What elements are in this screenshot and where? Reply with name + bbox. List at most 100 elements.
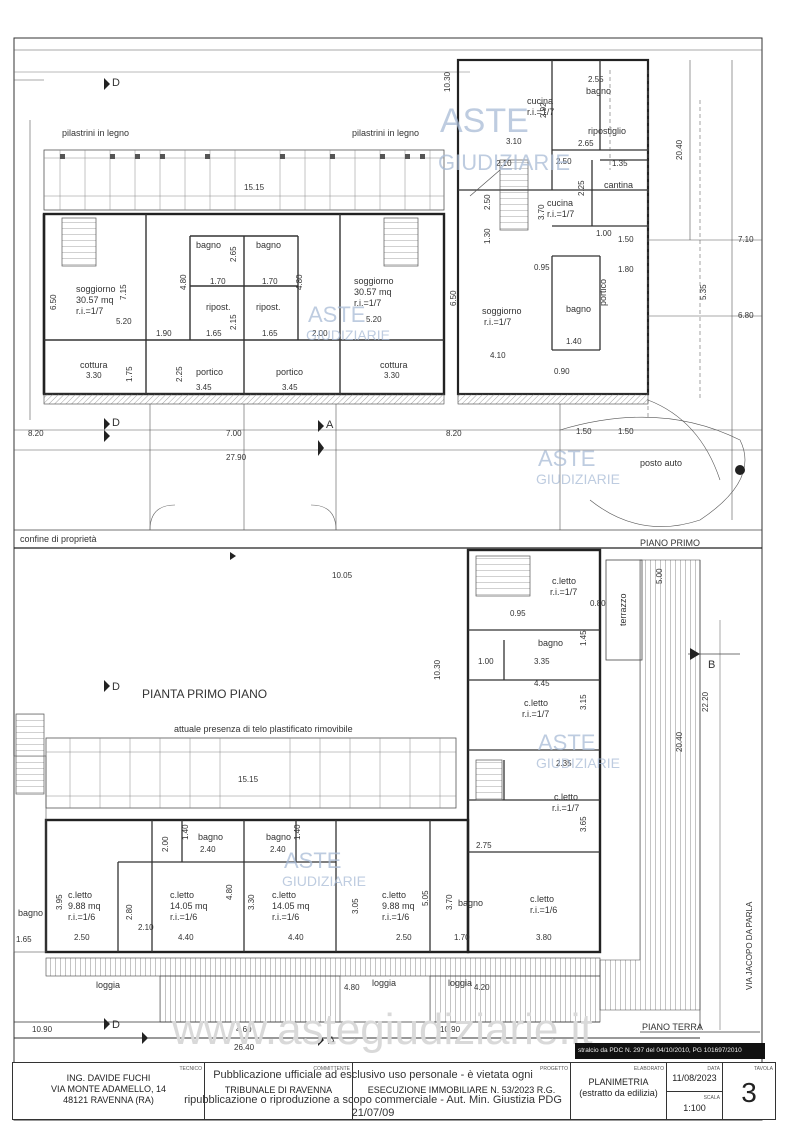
dim: 3.30	[384, 371, 400, 380]
dim: 4.10	[490, 351, 506, 360]
dim: 2.65	[578, 139, 594, 148]
watermark-giudiziarie: GIUDIZIARIE	[282, 873, 366, 889]
sheet-number: 3	[741, 1077, 757, 1108]
committente-value: TRIBUNALE DI RAVENNA	[224, 1085, 333, 1095]
room-label-bagno-b: bagno	[256, 240, 281, 250]
room-label-bagno-d: bagno	[566, 304, 591, 314]
dim: 0.95	[534, 263, 550, 272]
label-via: VIA JACOPO DA PARLA	[745, 901, 754, 990]
caption-tavola: TAVOLA	[754, 1066, 773, 1072]
dim: 1.35	[612, 159, 628, 168]
dim: 2.35	[556, 759, 572, 768]
dim: 3.70	[537, 204, 546, 220]
dim: 6.50	[449, 290, 458, 306]
dim: 4.80	[225, 884, 234, 900]
room-label-bagno-c: bagno	[586, 86, 611, 96]
engineer-address: VIA MONTE ADAMELLO, 14	[50, 1084, 167, 1094]
dim: 3.70	[445, 894, 454, 910]
room-ri-clet-r1: r.i.=1/7	[550, 587, 577, 597]
dim: 1.30	[483, 228, 492, 244]
room-label-ripostiglio: ripostiglio	[588, 126, 626, 136]
dim: 22.20	[701, 691, 710, 712]
dim: 15.15	[244, 183, 265, 192]
room-label-clet1: c.letto	[68, 890, 92, 900]
dim: 4.45	[534, 679, 550, 688]
dim: 1.00	[478, 657, 494, 666]
room-label-bagno-right: bagno	[458, 898, 483, 908]
room-ri-cucina-top: r.i.=1/7	[527, 107, 554, 117]
room-ri-clet3: r.i.=1/6	[272, 912, 299, 922]
dim: 15.15	[238, 775, 259, 784]
title-block-data-scala: DATA 11/08/2023 SCALA 1:100	[667, 1063, 723, 1119]
dim: 2.00	[161, 836, 170, 852]
title-block-engineer: TECNICO ING. DAVIDE FUCHI VIA MONTE ADAM…	[13, 1063, 205, 1119]
engineer-name: ING. DAVIDE FUCHI	[66, 1073, 151, 1083]
elaborato-sub: (estratto da edilizia)	[579, 1088, 658, 1098]
room-area-clet2: 14.05 mq	[170, 901, 208, 911]
dim: 1.80	[618, 265, 634, 274]
dim: 3.65	[579, 816, 588, 832]
title-block-progetto: PROGETTO ESECUZIONE IMMOBILIARE N. 53/20…	[353, 1063, 571, 1119]
dim: 2.40	[200, 845, 216, 854]
watermark-site: www.astegiudiziarie.it	[171, 1005, 593, 1054]
watermarks: ASTE GIUDIZIARIE ASTE GIUDIZIARIE ASTE G…	[171, 102, 620, 1054]
engineer-city: 48121 RAVENNA (RA)	[63, 1095, 154, 1105]
room-ri-clet5: r.i.=1/6	[530, 905, 557, 915]
dim: 1.50	[618, 427, 634, 436]
room-label-clet4: c.letto	[382, 890, 406, 900]
room-area-clet1: 9.88 mq	[68, 901, 101, 911]
room-label-ripost-a: ripost.	[206, 302, 231, 312]
label-piano-terra: PIANO TERRA	[642, 1022, 703, 1032]
section-marker-a-mid: A	[326, 419, 334, 431]
watermark-giudiziarie: GIUDIZIARIE	[306, 327, 390, 343]
notice-line-2: ripubblicazione o riproduzione a scopo c…	[184, 1094, 562, 1119]
room-ri-clet1: r.i.=1/6	[68, 912, 95, 922]
dim: 6.80	[738, 311, 754, 320]
room-area-clet3: 14.05 mq	[272, 901, 310, 911]
section-marker-d2: D	[112, 1019, 120, 1031]
section-marker-d-top: D	[112, 77, 120, 89]
dim: 4.60	[236, 1025, 252, 1034]
room-label-bagno-c: bagno	[538, 638, 563, 648]
label-loggia-c: loggia	[448, 978, 472, 988]
dim: 1.40	[181, 824, 190, 840]
caption-tecnico: TECNICO	[179, 1066, 203, 1072]
room-label-bagno-a: bagno	[196, 240, 221, 250]
dim: 10.90	[440, 1025, 461, 1034]
dim: 10.05	[332, 571, 353, 580]
dim: 1.65	[262, 329, 278, 338]
dim: 3.05	[351, 898, 360, 914]
caption-scala: SCALA	[703, 1095, 720, 1101]
room-label-bagno-a: bagno	[198, 832, 223, 842]
room-ri-soggiorno-mid: r.i.=1/7	[354, 298, 381, 308]
dim: 1.65	[206, 329, 222, 338]
label-telo: attuale presenza di telo plastificato ri…	[174, 724, 353, 734]
dim: 1.75	[125, 366, 134, 382]
label-terrazzo: terrazzo	[618, 593, 628, 626]
dim: 2.50	[483, 194, 492, 210]
section-marker-b: B	[708, 659, 715, 671]
dim: 1.90	[156, 329, 172, 338]
watermark-aste: ASTE	[538, 730, 595, 755]
room-label-portico-a: portico	[196, 367, 223, 377]
dim: 2.50	[396, 933, 412, 942]
room-label-ripost-b: ripost.	[256, 302, 281, 312]
title-block-tavola: TAVOLA 3	[723, 1063, 775, 1119]
section-marker-a: A	[328, 1035, 336, 1047]
dim: 3.45	[196, 383, 212, 392]
dim: 2.10	[496, 159, 512, 168]
room-label-cantina: cantina	[604, 180, 633, 190]
upper-plan: pilastrini in legno pilastrini in legno …	[14, 49, 762, 549]
section-marker-d1: D	[112, 681, 120, 693]
room-ri-soggiorno-right: r.i.=1/7	[484, 317, 511, 327]
dim: 4.40	[288, 933, 304, 942]
dim: 5.00	[655, 568, 664, 584]
dim: 3.15	[579, 694, 588, 710]
label-pilastrini-left: pilastrini in legno	[62, 128, 129, 138]
label-confine: confine di proprietà	[20, 534, 97, 544]
dim: 20.40	[675, 139, 684, 160]
dim: 1.40	[566, 337, 582, 346]
watermark-aste: ASTE	[308, 302, 365, 327]
room-ri-clet4: r.i.=1/6	[382, 912, 409, 922]
dim: 27.90	[226, 453, 247, 462]
